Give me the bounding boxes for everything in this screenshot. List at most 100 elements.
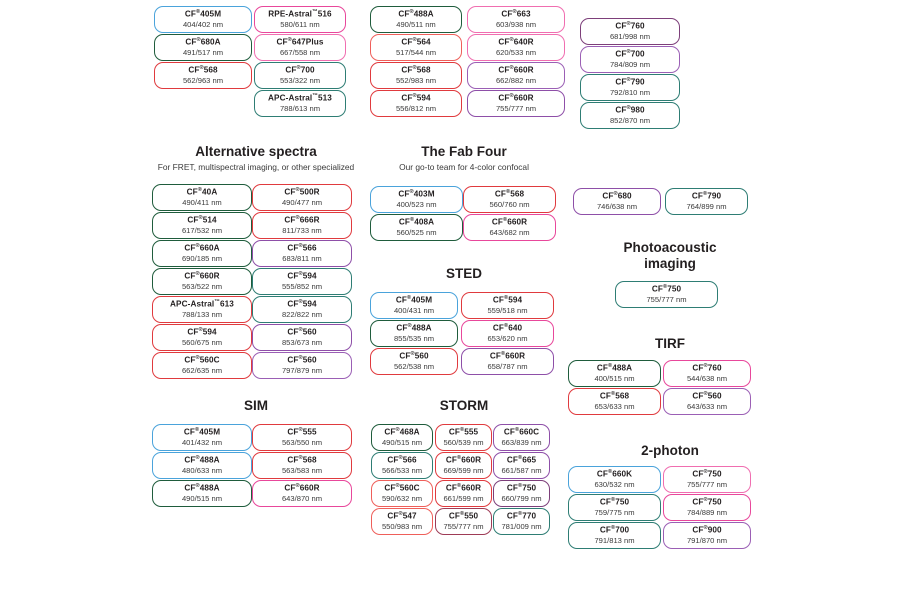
dye-spec: 667/558 nm <box>279 48 321 58</box>
dye-name: CF®660R <box>498 65 534 75</box>
dye-spec: 562/538 nm <box>393 362 435 372</box>
dye-spec: 755/777 nm <box>646 295 687 305</box>
dye-name: CF®790 <box>691 191 722 201</box>
subheading-alternative-spectra: For FRET, multispectral imaging, or othe… <box>157 162 355 172</box>
dye-spec: 792/810 nm <box>609 88 651 98</box>
dye-name: CF®640R <box>498 37 534 47</box>
dye-spec: 663/839 nm <box>501 438 542 448</box>
dye-name: CF®560 <box>287 355 317 365</box>
dye-spec: 480/633 nm <box>181 466 223 476</box>
dye-name: RPE-Astral™516 <box>268 9 332 19</box>
dye-spec: 755/777 nm <box>495 104 537 114</box>
dye-name: CF®405M <box>395 295 433 305</box>
dye-spec: 643/633 nm <box>686 402 728 412</box>
dye-name: CF®680 <box>602 191 632 201</box>
dye-name: APC-Astral™613 <box>170 299 234 309</box>
dye-spec: 490/511 nm <box>396 20 436 30</box>
dye-name: CF®594 <box>287 271 317 281</box>
dye-spec: 490/411 nm <box>182 198 222 208</box>
dye-name: CF®468A <box>384 427 420 437</box>
dye-name: CF®750 <box>599 497 630 507</box>
dye-spec: 660/799 nm <box>501 494 542 504</box>
dye-name: CF®640 <box>492 323 523 333</box>
dye-name: CF®514 <box>187 215 217 225</box>
dye-name: CF®555 <box>448 427 479 437</box>
